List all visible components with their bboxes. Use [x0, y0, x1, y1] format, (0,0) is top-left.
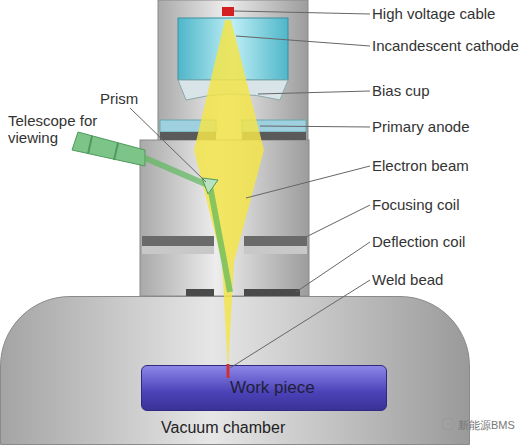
focusing-coil: [142, 236, 214, 246]
part-label: Weld bead: [372, 271, 443, 288]
watermark: 新能源BMS: [458, 417, 515, 434]
part-label: High voltage cable: [372, 5, 495, 22]
bias-cup: [178, 80, 288, 100]
anode-plate: [160, 120, 216, 132]
focusing-coil: [142, 246, 214, 254]
telescope-ring: [114, 143, 118, 160]
part-label: Bias cup: [372, 82, 430, 99]
lower-column: [140, 140, 309, 296]
part-label: Focusing coil: [372, 196, 460, 213]
work-piece: Work piece: [141, 365, 387, 411]
telescope-ring: [88, 136, 92, 154]
anode-plate: [242, 120, 306, 132]
part-label: Primary anode: [372, 118, 470, 135]
node-label: Work piece: [230, 378, 315, 398]
upper-column: [158, 0, 308, 142]
part-label: Telescope for viewing: [8, 112, 103, 146]
viewing-light-path: [145, 158, 230, 292]
node-label: Vacuum chamber: [161, 419, 285, 437]
focusing-coil: [244, 236, 307, 246]
focusing-coil: [244, 246, 307, 254]
high-voltage-cable: [222, 7, 234, 16]
part-label: Electron beam: [372, 157, 469, 174]
vacuum-chamber: Vacuum chamber Work piece: [0, 296, 470, 445]
part-label: Prism: [100, 90, 138, 107]
telescope-tube: [72, 132, 145, 166]
cathode-housing: [178, 18, 288, 80]
part-label: Deflection coil: [372, 233, 465, 250]
part-label: Incandescent cathode: [372, 37, 519, 54]
prism: [202, 178, 218, 194]
anode-base: [242, 132, 306, 140]
anode-base: [160, 132, 216, 140]
